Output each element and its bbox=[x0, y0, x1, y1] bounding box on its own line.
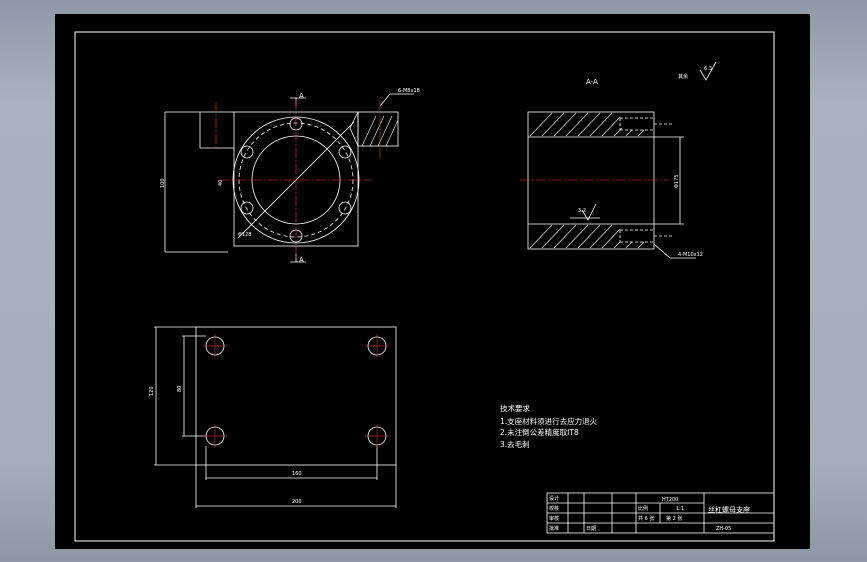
top-view bbox=[154, 326, 397, 508]
section-view-hatch-top bbox=[529, 112, 645, 137]
tech-note-item: 1.支座材料须进行去应力退火 bbox=[500, 416, 598, 426]
technical-notes: 技术要求 1.支座材料须进行去应力退火 2.未注倒公差精度取IT8 3.去毛刺 bbox=[500, 403, 598, 449]
front-view-tap-leader bbox=[379, 93, 414, 107]
section-roughness-note: 其余 bbox=[678, 73, 688, 80]
title-sheet-index: 第 2 张 bbox=[666, 515, 682, 522]
tech-note-item: 3.去毛刺 bbox=[500, 439, 530, 449]
title-row-label: 设计 bbox=[549, 495, 559, 502]
front-view-flange-hatch bbox=[361, 115, 399, 147]
front-view-left-flange bbox=[199, 112, 234, 149]
top-view-depth-dim bbox=[154, 326, 196, 466]
front-height-dim: 100 bbox=[160, 178, 166, 188]
top-width-dim: 200 bbox=[292, 499, 302, 505]
section-roughness-symbol bbox=[699, 61, 717, 81]
inner-border-frame bbox=[74, 31, 775, 542]
front-view-centerlines bbox=[215, 100, 381, 260]
section-view-hatch-bottom bbox=[529, 224, 645, 249]
section-view-tapped-hole-top bbox=[619, 117, 674, 131]
title-sheet-total: 共 6 张 bbox=[638, 515, 654, 522]
title-scale-label: 比例 bbox=[638, 505, 648, 512]
front-view-flange-chamfer bbox=[349, 111, 359, 147]
bolt-circle-dim: Φ128 bbox=[238, 232, 251, 238]
top-view-hole-x-dim bbox=[205, 446, 378, 480]
top-hole-x-dim: 160 bbox=[292, 471, 302, 477]
section-bore-dim: Φ175 bbox=[674, 175, 680, 188]
title-material: HT200 bbox=[662, 497, 678, 503]
section-view-depth-leader bbox=[653, 243, 696, 259]
section-title: A-A bbox=[586, 78, 598, 86]
title-scale-value: 1:1 bbox=[676, 506, 684, 512]
top-view-centerlines bbox=[203, 334, 389, 448]
title-row-label: 批准 bbox=[549, 525, 559, 532]
title-row-label: 校核 bbox=[549, 505, 559, 512]
section-inner-roughness: 3.2 bbox=[578, 208, 586, 214]
front-view-bolt-hole bbox=[240, 201, 254, 215]
tech-note-item: 2.未注倒公差精度取IT8 bbox=[500, 427, 579, 437]
cut-label-bottom: A bbox=[299, 256, 304, 264]
top-hole-y-dim: 80 bbox=[177, 386, 183, 392]
front-view-bolt-hole bbox=[240, 145, 254, 159]
title-drawing-number: ZH-05 bbox=[716, 526, 731, 532]
tech-notes-heading: 技术要求 bbox=[500, 403, 530, 413]
front-view-left-extension bbox=[164, 111, 234, 253]
title-row-label: 审核 bbox=[549, 515, 559, 522]
title-part-name: 丝杠螺母支座 bbox=[708, 505, 750, 514]
front-view-bolt-hole bbox=[338, 201, 352, 215]
front-view bbox=[164, 93, 414, 263]
section-view-tapped-hole-bottom bbox=[619, 229, 674, 243]
title-block bbox=[546, 492, 775, 534]
front-side-dim: 40 bbox=[218, 180, 224, 186]
section-roughness-value: 6.3 bbox=[704, 66, 712, 72]
top-view-body bbox=[195, 326, 397, 466]
section-depth-note: 4-M10x12 bbox=[678, 252, 703, 258]
section-view-bore-dim-line bbox=[654, 136, 684, 225]
top-view-width-dim bbox=[195, 465, 397, 508]
section-view bbox=[527, 61, 717, 259]
top-view-hole-y-dim bbox=[182, 335, 206, 437]
title-date-cell: 日期 bbox=[586, 526, 596, 532]
cut-label-top: A bbox=[299, 92, 304, 100]
section-view-body bbox=[527, 111, 655, 250]
tap-note: 6-M8x18 bbox=[398, 88, 420, 94]
section-inner-roughness-symbol bbox=[570, 203, 600, 221]
top-depth-dim: 120 bbox=[149, 386, 155, 396]
front-view-bolt-hole bbox=[338, 145, 352, 159]
drawing-sheet bbox=[55, 14, 810, 549]
